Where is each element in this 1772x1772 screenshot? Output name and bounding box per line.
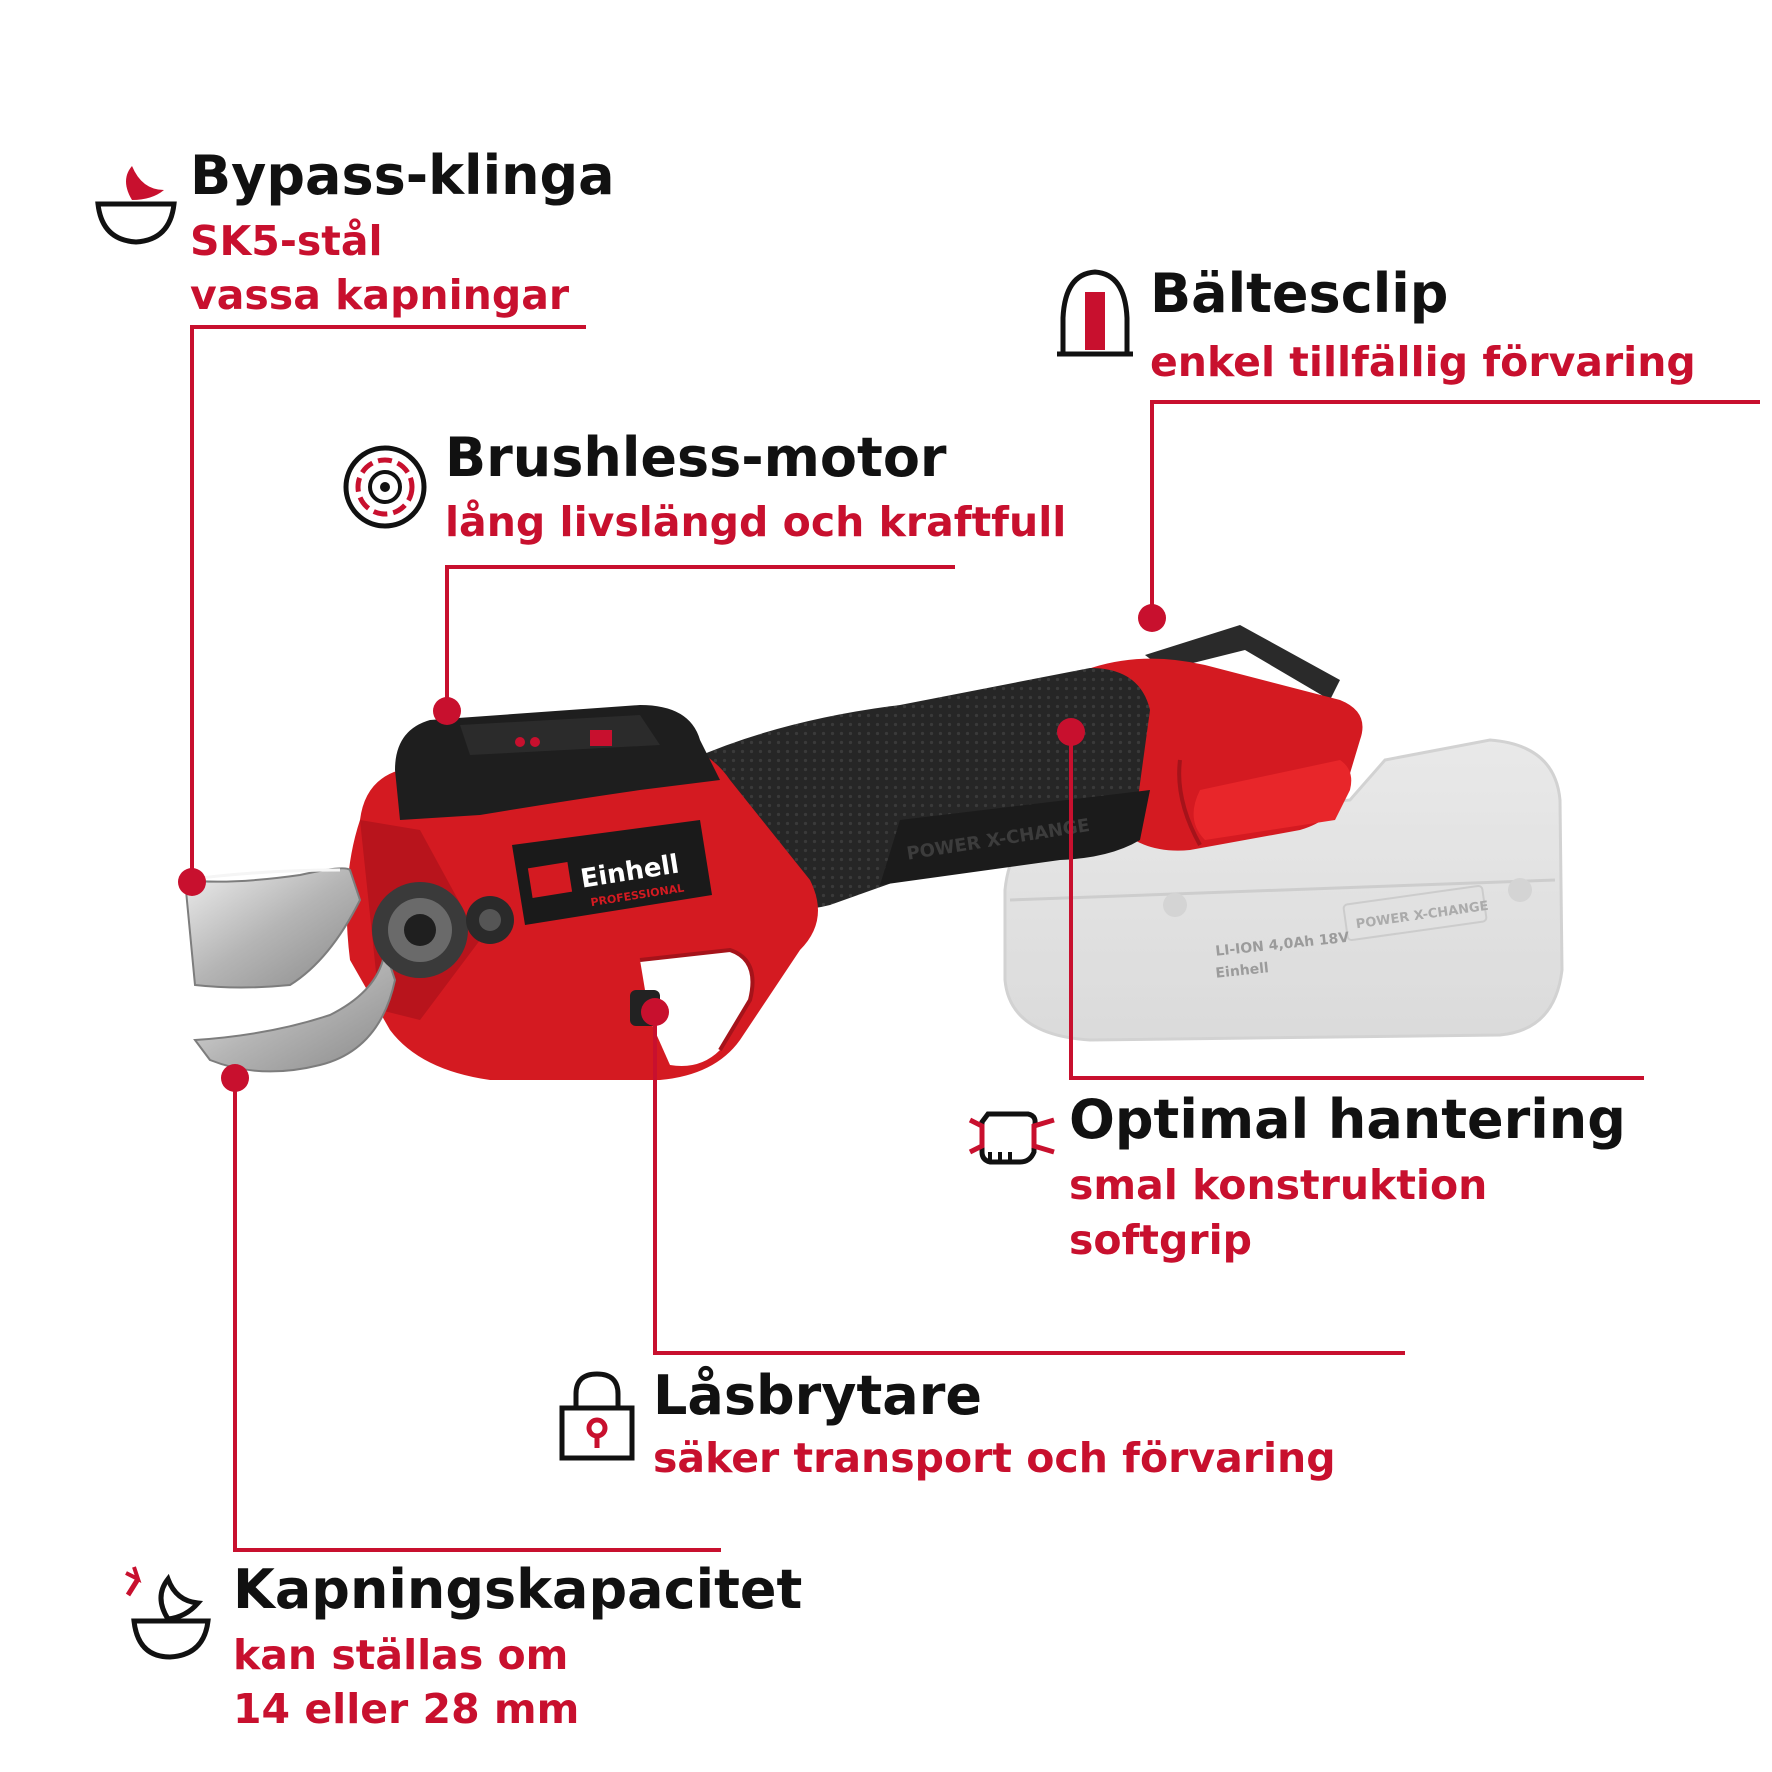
clip-pointer-dot [1138, 604, 1166, 632]
battery-pack: POWER X-CHANGE LI-ION 4,0Ah 18V Einhell [1003, 738, 1564, 1042]
capacity-title: Kapningskapacitet [233, 1558, 803, 1621]
padlock-icon [559, 1371, 635, 1461]
bypass-line-2: vassa kapningar [190, 271, 570, 319]
lock-line-1: säker transport och förvaring [653, 1434, 1336, 1482]
clip-leader-horizontal [1150, 400, 1760, 404]
brushless-motor-icon [343, 445, 427, 529]
bypass-line-1: SK5-stål [190, 217, 383, 265]
handling-title: Optimal hantering [1069, 1088, 1626, 1151]
bypass-pointer-dot [178, 868, 206, 896]
clip-title: Bältesclip [1150, 262, 1449, 325]
handling-leader-horizontal [1069, 1076, 1644, 1080]
handling-line-1: smal konstruktion [1069, 1161, 1488, 1209]
capacity-line-1: kan ställas om [233, 1631, 569, 1679]
capacity-line-2: 14 eller 28 mm [233, 1685, 580, 1733]
shears-body: Einhell PROFESSIONAL [346, 705, 818, 1080]
motor-leader-horizontal [445, 565, 955, 569]
blade-icon [95, 166, 177, 245]
lock-leader-vertical [653, 1010, 657, 1355]
bypass-title: Bypass-klinga [190, 144, 615, 207]
motor-line-1: lång livslängd och kraftfull [445, 498, 1067, 546]
hand-grip-icon [968, 1111, 1055, 1165]
lock-title: Låsbrytare [653, 1364, 982, 1427]
handling-leader-vertical [1069, 730, 1073, 1080]
belt-clip-icon [1057, 269, 1133, 357]
cutting-blades [183, 867, 514, 1073]
bypass-leader-horizontal [190, 325, 586, 329]
lock-leader-horizontal [653, 1351, 1405, 1355]
handling-line-2: softgrip [1069, 1216, 1252, 1264]
capacity-leader-vertical [233, 1076, 237, 1552]
bypass-leader-vertical [190, 325, 194, 880]
motor-pointer-dot [433, 697, 461, 725]
handle-rear [1085, 658, 1363, 851]
capacity-leader-horizontal [233, 1548, 721, 1552]
clip-leader-vertical [1150, 400, 1154, 618]
cutting-capacity-icon [125, 1566, 211, 1660]
battery-brand-text: Einhell [1215, 960, 1270, 981]
motor-title: Brushless-motor [445, 426, 947, 489]
clip-line-1: enkel tillfällig förvaring [1150, 338, 1696, 386]
motor-leader-vertical [445, 565, 449, 710]
soft-grip-handle: POWER X-CHANGE [690, 668, 1150, 909]
